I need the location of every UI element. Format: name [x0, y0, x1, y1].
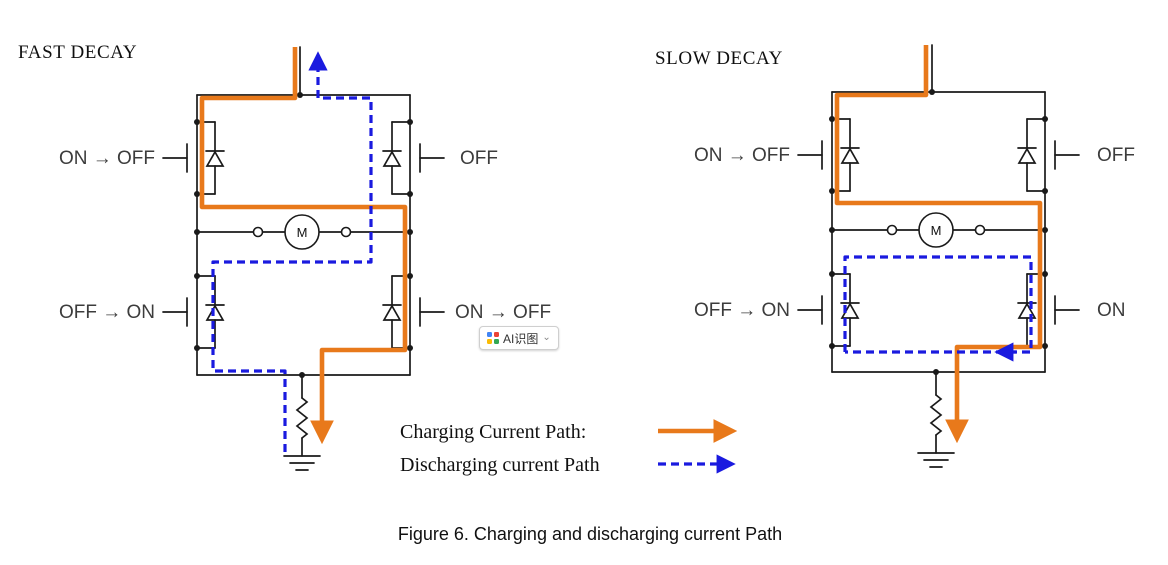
mosfet-fast-top-right — [382, 118, 445, 198]
mosfet-slow-top-left — [797, 115, 860, 195]
ground-icon-fast — [283, 455, 321, 471]
ground-icon-slow — [917, 452, 955, 468]
fast-top-right-state: OFF — [460, 148, 498, 169]
fast-bottom-left-state: OFF → ON — [59, 302, 155, 323]
sense-resistor-slow — [930, 394, 942, 436]
motor-fast: M — [252, 214, 352, 250]
legend: Charging Current Path: Discharging curre… — [400, 419, 738, 476]
mosfet-fast-top-left — [162, 118, 225, 198]
slow-top-right-state: OFF — [1097, 145, 1135, 166]
legend-discharging-label: Discharging current Path — [400, 454, 600, 476]
slow-decay-title: SLOW DECAY — [655, 48, 783, 69]
fast-decay-title: FAST DECAY — [18, 42, 137, 63]
fast-decay-circuit: FAST DECAY M — [18, 42, 551, 471]
discharging-path-fast — [211, 51, 373, 452]
slow-decay-circuit: SLOW DECAY M — [655, 44, 1135, 468]
motor-slow: M — [886, 212, 986, 248]
charging-path-fast — [199, 47, 408, 445]
slow-bottom-left-state: OFF → ON — [694, 300, 790, 321]
charging-path-slow — [834, 45, 1043, 444]
legend-charging-label: Charging Current Path: — [400, 421, 586, 443]
motor-label-fast: M — [297, 225, 308, 240]
ai-badge-label: AI识图 — [503, 331, 539, 346]
motor-label-slow: M — [931, 223, 942, 238]
fast-bottom-right-state: ON → OFF — [455, 302, 551, 323]
mosfet-slow-top-right — [1017, 115, 1080, 195]
figure-caption: Figure 6. Charging and discharging curre… — [398, 524, 782, 544]
slow-top-left-state: ON → OFF — [694, 145, 790, 166]
discharging-path-slow — [843, 255, 1033, 354]
ai-recognize-badge[interactable]: AI识图 ⌄ — [479, 326, 559, 350]
sense-resistor-fast — [296, 397, 308, 439]
mosfet-slow-bottom-right — [1017, 270, 1080, 350]
ai-sparkle-icon — [487, 332, 499, 344]
mosfet-fast-bottom-right — [382, 272, 445, 352]
fast-top-left-state: ON → OFF — [59, 148, 155, 169]
slow-decay-wires — [829, 44, 1048, 454]
slow-bottom-right-state: ON — [1097, 300, 1126, 321]
chevron-down-icon: ⌄ — [542, 332, 551, 343]
fast-decay-wires — [194, 46, 413, 457]
mosfet-slow-bottom-left — [797, 270, 860, 350]
mosfet-fast-bottom-left — [162, 272, 225, 352]
